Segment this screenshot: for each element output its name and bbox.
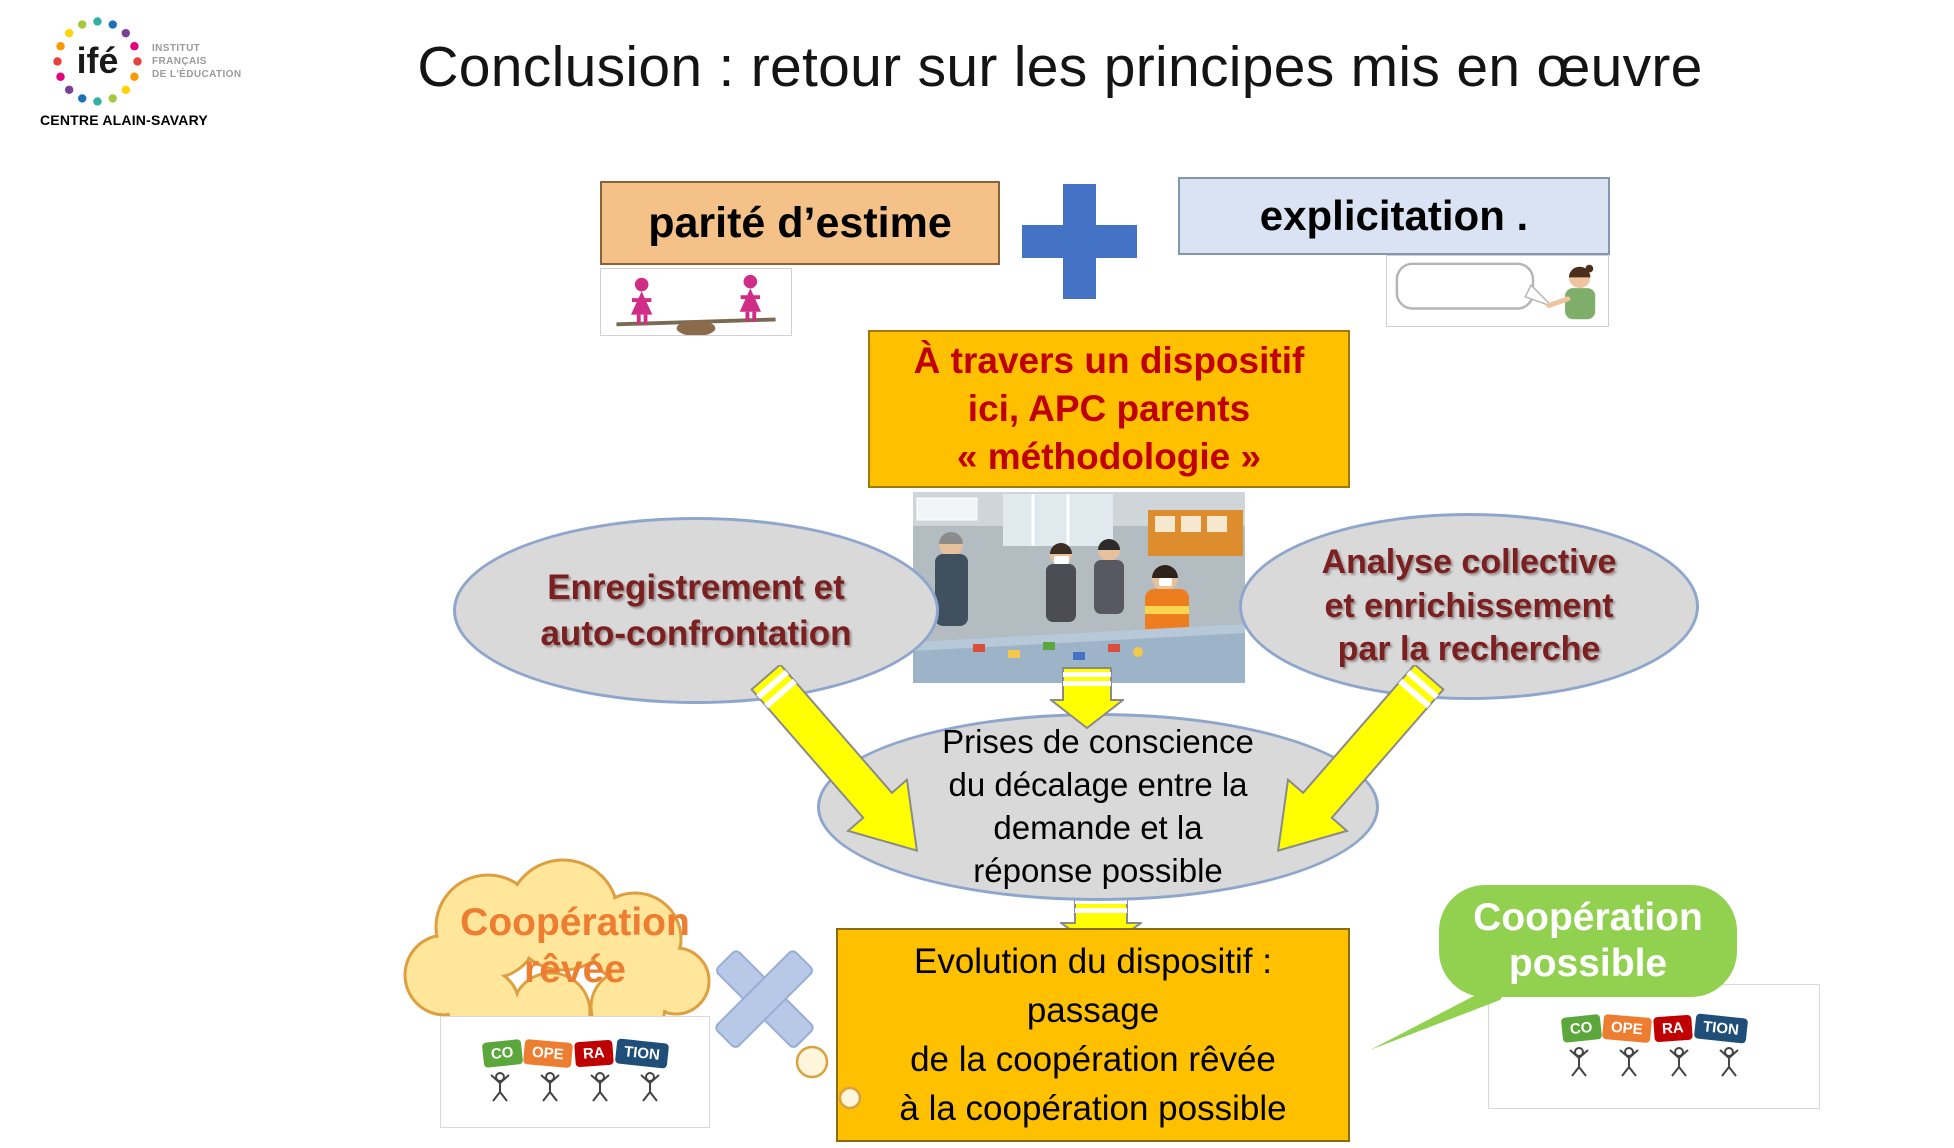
analyse-collective-ellipse: Analyse collective et enrichissement par… [1239, 513, 1699, 700]
analyse-line: et enrichissement [1324, 586, 1614, 625]
classroom-photo [913, 492, 1245, 683]
analyse-line: par la recherche [1337, 630, 1601, 669]
speech-bubble-person-illustration [1386, 255, 1609, 327]
puzzle-chip: CO [481, 1039, 523, 1068]
dispositif-line: À travers un dispositif [913, 339, 1305, 381]
puzzle-chip: RA [574, 1039, 614, 1068]
explicitation-box: explicitation . [1178, 177, 1610, 255]
analyse-line: Analyse collective [1321, 543, 1617, 582]
cooperation-revee-label: Coopération rêvée [460, 901, 690, 991]
puzzle-chip: RA [1653, 1014, 1693, 1042]
arrow-down-right-icon [750, 665, 919, 852]
dispositif-box: À travers un dispositif ici, APC parents… [868, 330, 1350, 488]
evolution-line: Evolution du dispositif : [914, 942, 1272, 981]
stick-figures-icon [490, 1072, 660, 1102]
arrow-down-from-photo-icon [1050, 667, 1124, 730]
institute-name: INSTITUT FRANÇAIS DE L'ÉDUCATION [152, 42, 241, 81]
conscience-line: du décalage entre la [948, 766, 1248, 804]
conscience-line: Prises de conscience [942, 723, 1254, 761]
institute-line: DE L'ÉDUCATION [152, 69, 242, 80]
parity-label: parité d’estime [648, 198, 952, 247]
puzzle-chip: TION [614, 1038, 669, 1069]
institute-line: FRANÇAIS [152, 56, 207, 67]
cooperation-possible-bubble: Coopération possible [1439, 885, 1737, 997]
cooperation-puzzle-image-left: CO OPE RA TION [440, 1016, 710, 1128]
puzzle-word: CO OPE RA TION [1560, 1012, 1748, 1044]
dispositif-line: « méthodologie » [956, 436, 1262, 478]
parity-box: parité d’estime [600, 181, 1000, 265]
puzzle-chip: OPE [1602, 1013, 1652, 1043]
conscience-line: demande et la [993, 809, 1203, 846]
seesaw-figure-left [630, 277, 653, 325]
puzzle-chip: OPE [523, 1038, 573, 1069]
thought-trail-dots [795, 1045, 862, 1110]
logo-brand-text: ifé [77, 41, 119, 81]
speaker-figure [1546, 264, 1596, 320]
centre-alain-savary-label: CENTRE ALAIN-SAVARY [40, 112, 208, 128]
stick-figures-icon [1569, 1046, 1739, 1077]
conscience-line: réponse possible [973, 851, 1223, 889]
evolution-box: Evolution du dispositif : passage de la … [836, 928, 1350, 1142]
photo-table-pieces [973, 642, 1143, 660]
evolution-line: de la coopération rêvée [910, 1040, 1276, 1079]
enregistrement-line: auto-confrontation [540, 613, 852, 653]
puzzle-chip: TION [1693, 1012, 1748, 1044]
cooperation-puzzle-image-right: CO OPE RA TION [1488, 984, 1820, 1109]
enregistrement-line: Enregistrement et [547, 568, 845, 607]
evolution-line: à la coopération possible [899, 1089, 1287, 1128]
ife-logo-dots-icon: ifé [53, 17, 142, 106]
evolution-line: passage [1026, 991, 1160, 1030]
cooperation-possible-line: possible [1508, 942, 1668, 985]
explicitation-label: explicitation . [1259, 192, 1529, 239]
enregistrement-ellipse: Enregistrement et auto-confrontation [453, 517, 939, 704]
logo-dot-ring [53, 17, 142, 106]
cooperation-possible-line: Coopération [1473, 895, 1703, 939]
parity-seesaw-illustration [600, 268, 792, 336]
puzzle-word: CO OPE RA TION [481, 1038, 669, 1069]
puzzle-chip: CO [1560, 1013, 1602, 1043]
institute-line: INSTITUT [152, 43, 201, 54]
plus-icon [1022, 184, 1137, 299]
slide-title: Conclusion : retour sur les principes mi… [417, 35, 1703, 99]
seesaw-figure-right [739, 274, 762, 322]
dispositif-line: ici, APC parents [967, 387, 1251, 429]
arrow-down-left-icon [1276, 665, 1445, 852]
x-mark-icon [715, 950, 814, 1048]
ife-logo: ifé INSTITUT FRANÇAIS DE L'ÉDUCATION CEN… [0, 0, 270, 140]
